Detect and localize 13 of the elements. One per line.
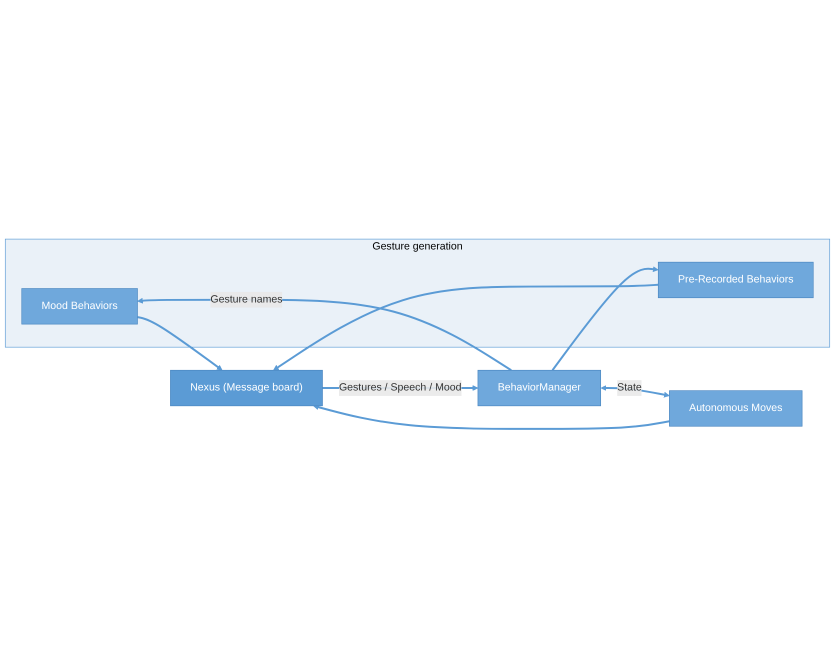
arrow: [273, 284, 658, 370]
node-box: Autonomous Moves: [669, 390, 802, 427]
node-box: Nexus (Message board): [170, 370, 323, 406]
node-box: BehaviorManager: [478, 370, 602, 406]
arrow: [552, 266, 659, 371]
edge-label: Gestures / Speech / Mood: [338, 382, 462, 394]
arrow: [137, 316, 222, 370]
node-box: Mood Behaviors: [21, 288, 138, 324]
arrow: [137, 298, 512, 372]
arrow: [313, 404, 670, 430]
edge-label: Gesture names: [210, 294, 282, 306]
edge-label: State: [617, 382, 642, 394]
node-box: Pre-Recorded Behaviors: [658, 262, 814, 298]
